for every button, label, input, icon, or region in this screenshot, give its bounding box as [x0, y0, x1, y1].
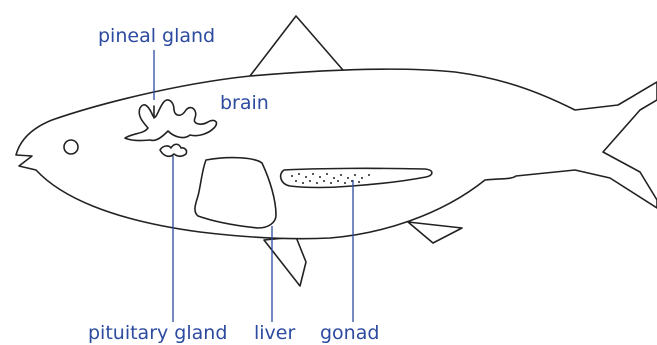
liver-shape	[195, 158, 276, 228]
liver-label: liver	[254, 324, 295, 343]
fish-body-outline	[16, 69, 657, 239]
gonad-label: gonad	[320, 324, 379, 343]
anal-fin	[408, 222, 462, 243]
pituitary-gland-label: pituitary gland	[88, 324, 227, 343]
brain-label: brain	[220, 94, 269, 113]
pineal-gland-label: pineal gland	[98, 27, 215, 46]
eye	[64, 140, 78, 154]
pelvic-fin	[264, 237, 306, 286]
